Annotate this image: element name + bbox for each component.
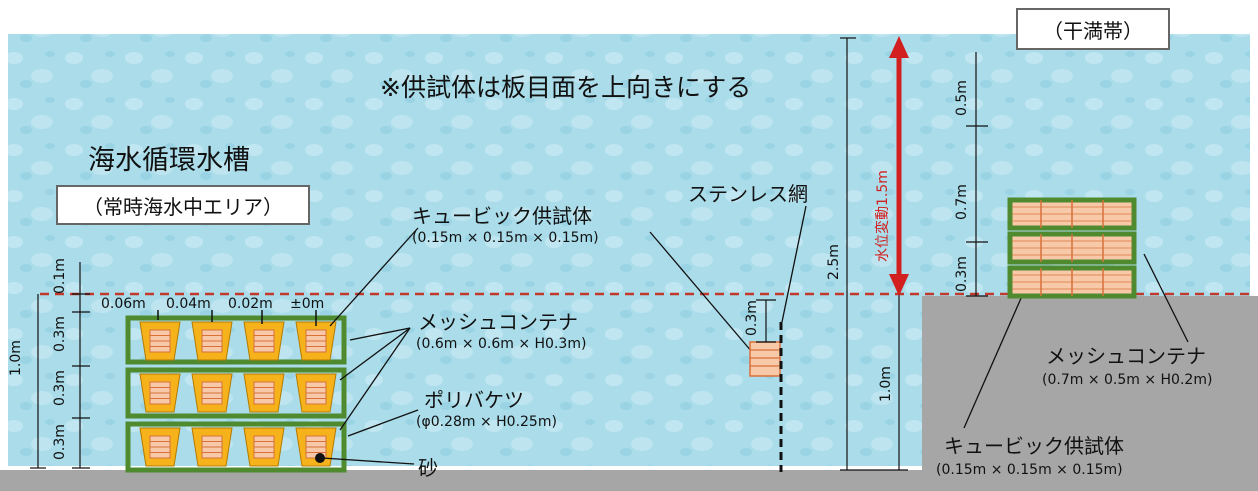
- ground-bottom: [0, 470, 1258, 491]
- tank-title: 海水循環水槽: [88, 145, 250, 176]
- left-row1-dim: 0.3m: [52, 316, 68, 352]
- mesh-left-label: メッシュコンテナ: [418, 310, 578, 334]
- middle-03-dim: 0.3m: [744, 300, 760, 336]
- tank-lower-dim: 1.0m: [878, 366, 894, 402]
- middle-dimension: [756, 299, 776, 343]
- cubic-top-dim: (0.15m × 0.15m × 0.15m): [412, 230, 599, 246]
- left-container-stack: [125, 315, 347, 473]
- depth-006: 0.06m: [101, 296, 146, 312]
- water-variation-dim: 水位変動1.5m: [875, 170, 891, 262]
- mesh-right-dim: (0.7m × 0.5m × H0.2m): [1042, 372, 1213, 388]
- zone-tidal-label: （干満帯）: [1016, 8, 1170, 50]
- note-text: ※供試体は板目面を上向きにする: [380, 73, 752, 102]
- bucket-group: [139, 321, 337, 467]
- leader-lines: [321, 205, 1189, 465]
- left-total-dim: 1.0m: [8, 340, 24, 376]
- depth-002: 0.02m: [228, 296, 273, 312]
- tank-total-dim: 2.5m: [826, 244, 842, 280]
- left-dimension-lines: [30, 262, 90, 469]
- right-05-dim: 0.5m: [954, 80, 970, 116]
- mesh-left-dim: (0.6m × 0.6m × H0.3m): [416, 336, 587, 352]
- sand-label: 砂: [418, 456, 438, 480]
- depth-markers: [157, 310, 317, 326]
- tidal-platform: [922, 296, 1258, 472]
- right-container-stack: [1007, 197, 1137, 299]
- bucket-label: ポリバケツ: [424, 388, 524, 412]
- bucket-dim: (φ0.28m × H0.25m): [416, 414, 557, 430]
- depth-004: 0.04m: [166, 296, 211, 312]
- middle-specimen: [749, 341, 781, 377]
- mesh-right-label: メッシュコンテナ: [1046, 344, 1206, 368]
- tank-dimension-lines: [840, 37, 908, 471]
- depth-0: ±0m: [290, 296, 325, 312]
- left-row2-dim: 0.3m: [52, 370, 68, 406]
- water-variation-arrow: [889, 36, 909, 296]
- stainless-label: ステンレス網: [688, 182, 808, 206]
- cubic-bottom-label: キュービック供試体: [944, 434, 1124, 458]
- right-dimension-lines: [966, 52, 988, 297]
- left-top-dim: 0.1m: [52, 258, 68, 294]
- left-row3-dim: 0.3m: [52, 424, 68, 460]
- right-07-dim: 0.7m: [954, 184, 970, 220]
- cubic-bottom-dim: (0.15m × 0.15m × 0.15m): [936, 462, 1123, 478]
- right-03-dim: 0.3m: [954, 256, 970, 292]
- cubic-top-label: キュービック供試体: [412, 204, 592, 228]
- sand-marker: [315, 453, 325, 463]
- zone-submerged-label: （常時海水中エリア）: [56, 185, 310, 225]
